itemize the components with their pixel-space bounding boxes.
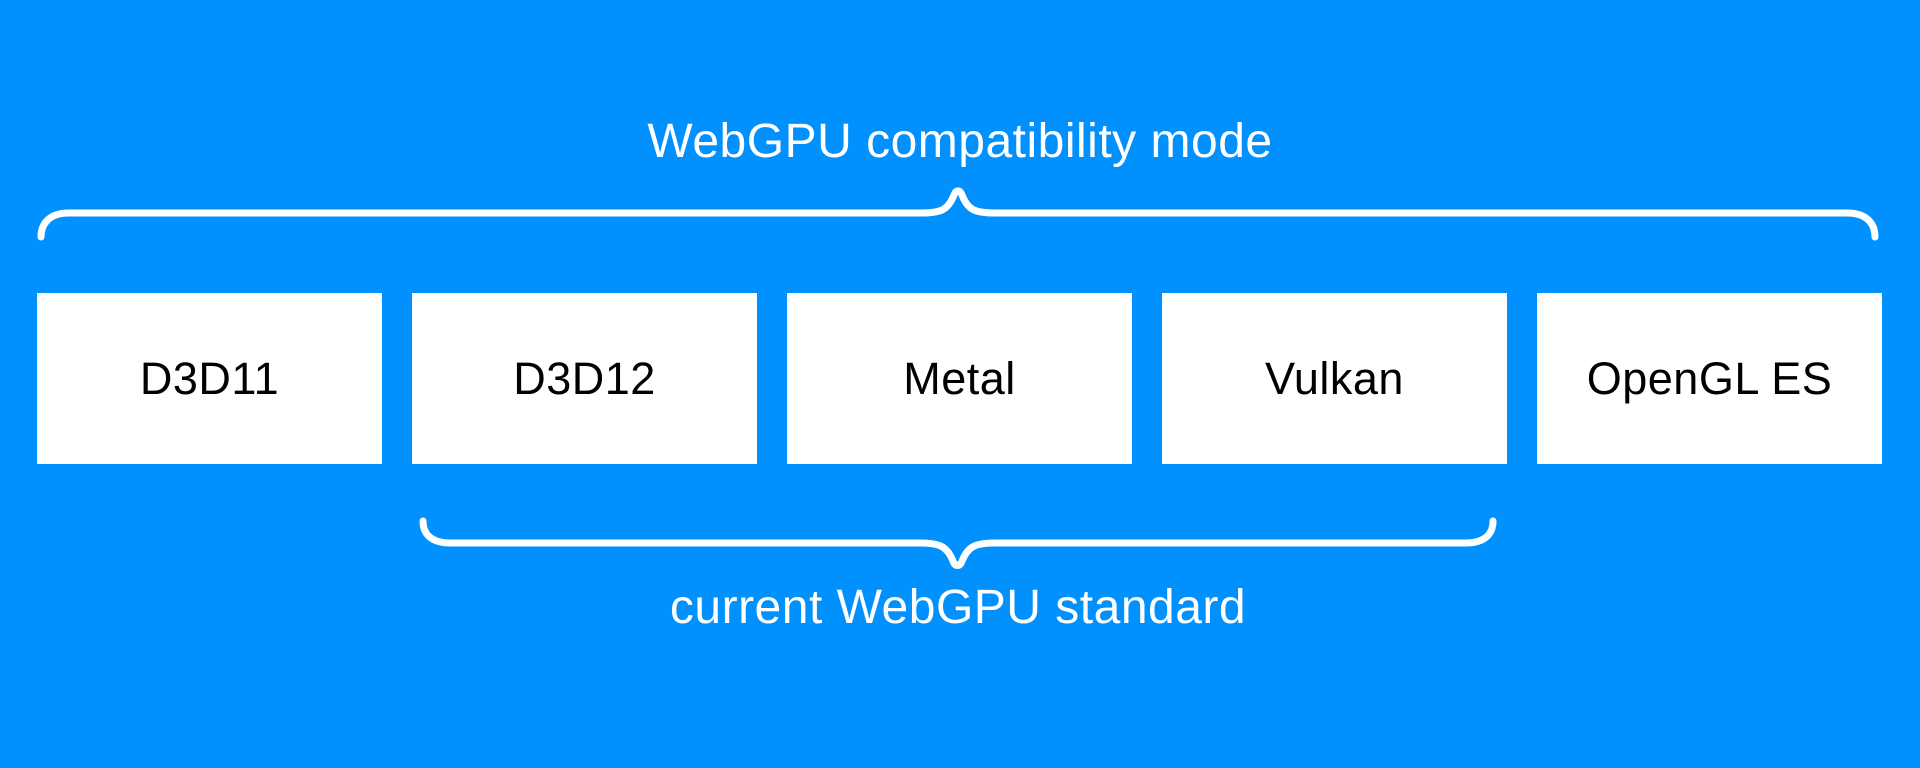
api-box-label: Metal: [903, 352, 1016, 404]
api-box-d3d11: D3D11: [37, 293, 382, 464]
api-boxes-row: D3D11 D3D12 Metal Vulkan OpenGL ES: [37, 293, 1882, 464]
api-box-opengl-es: OpenGL ES: [1537, 293, 1882, 464]
api-box-metal: Metal: [787, 293, 1132, 464]
top-brace: [37, 187, 1879, 241]
bottom-brace: [419, 517, 1497, 569]
api-box-label: OpenGL ES: [1586, 352, 1833, 404]
api-box-label: D3D11: [139, 352, 280, 404]
api-box-label: Vulkan: [1265, 352, 1404, 404]
api-box-label: D3D12: [513, 352, 656, 404]
bottom-group-label: current WebGPU standard: [669, 581, 1247, 634]
api-box-vulkan: Vulkan: [1162, 293, 1507, 464]
api-box-d3d12: D3D12: [412, 293, 757, 464]
top-group-label: WebGPU compatibility mode: [647, 115, 1273, 168]
